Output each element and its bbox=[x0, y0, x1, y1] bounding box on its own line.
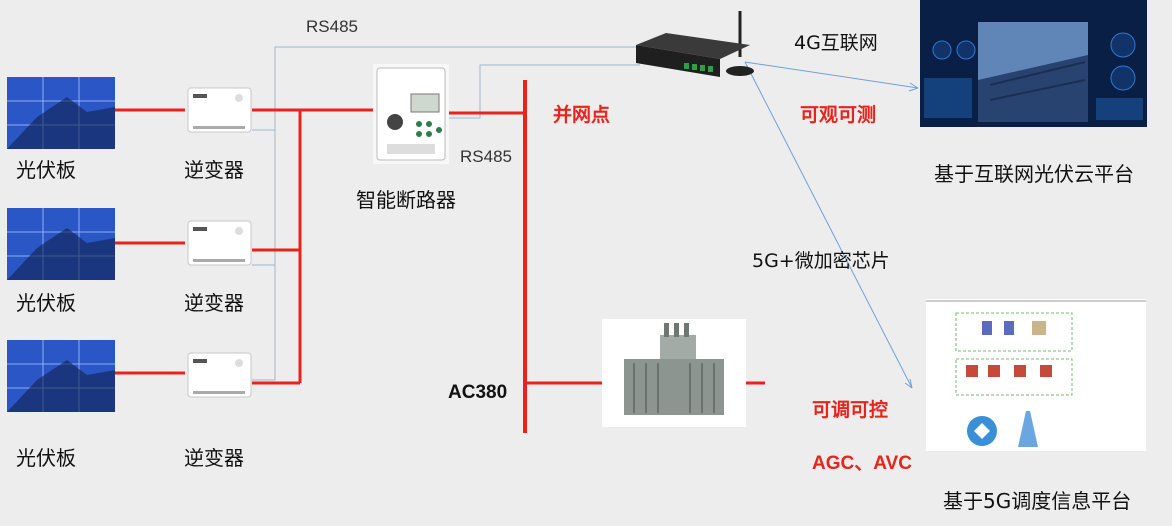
arrow-5g-head bbox=[904, 378, 913, 389]
fiveg-chip-label: 5G+微加密芯片 bbox=[752, 250, 890, 272]
observable-label: 可观可测 bbox=[800, 104, 877, 126]
smart-breaker-image bbox=[373, 64, 449, 164]
agc-avc-label: AGC、AVC bbox=[812, 453, 912, 474]
rs485-line-top bbox=[252, 46, 640, 131]
link-4g bbox=[744, 61, 919, 89]
smart-breaker-label: 智能断路器 bbox=[356, 188, 456, 212]
pv-panel-label: 光伏板 bbox=[16, 446, 76, 470]
rs485-line-inv3 bbox=[252, 130, 276, 381]
arrow-4g-head bbox=[908, 82, 919, 92]
inverter-image bbox=[187, 87, 252, 133]
ac380-label: AC380 bbox=[448, 382, 508, 403]
cloud-platform-label: 基于互联网光伏云平台 bbox=[934, 162, 1134, 186]
gateway-router-image bbox=[636, 11, 754, 77]
power-lines bbox=[115, 80, 765, 433]
rs485-line-breaker bbox=[448, 64, 640, 119]
dispatch-platform-label: 基于5G调度信息平台 bbox=[943, 489, 1132, 513]
transformer-image bbox=[602, 319, 746, 427]
inverter-label: 逆变器 bbox=[184, 446, 244, 470]
rs485-mid-label: RS485 bbox=[460, 147, 512, 166]
cloud-platform-dashboard-image bbox=[920, 0, 1147, 127]
controllable-label: 可调可控 bbox=[812, 399, 889, 421]
inverter-label: 逆变器 bbox=[184, 291, 244, 315]
dispatch-platform-image bbox=[926, 299, 1146, 451]
lte-internet-label: 4G互联网 bbox=[794, 32, 878, 54]
inverter-image bbox=[187, 220, 252, 266]
solar-panel-image bbox=[7, 340, 115, 412]
wireless-links bbox=[744, 61, 919, 389]
pv-panel-label: 光伏板 bbox=[16, 291, 76, 315]
inverter-label: 逆变器 bbox=[184, 158, 244, 182]
grid-point-label: 并网点 bbox=[553, 104, 611, 126]
rs485-top-label: RS485 bbox=[306, 17, 358, 36]
inverter-image bbox=[187, 352, 252, 398]
pv-panel-label: 光伏板 bbox=[16, 158, 76, 182]
solar-panel-image bbox=[7, 208, 115, 280]
rs485-bus bbox=[252, 46, 640, 381]
link-5g bbox=[744, 61, 913, 389]
solar-panel-image bbox=[7, 77, 115, 149]
